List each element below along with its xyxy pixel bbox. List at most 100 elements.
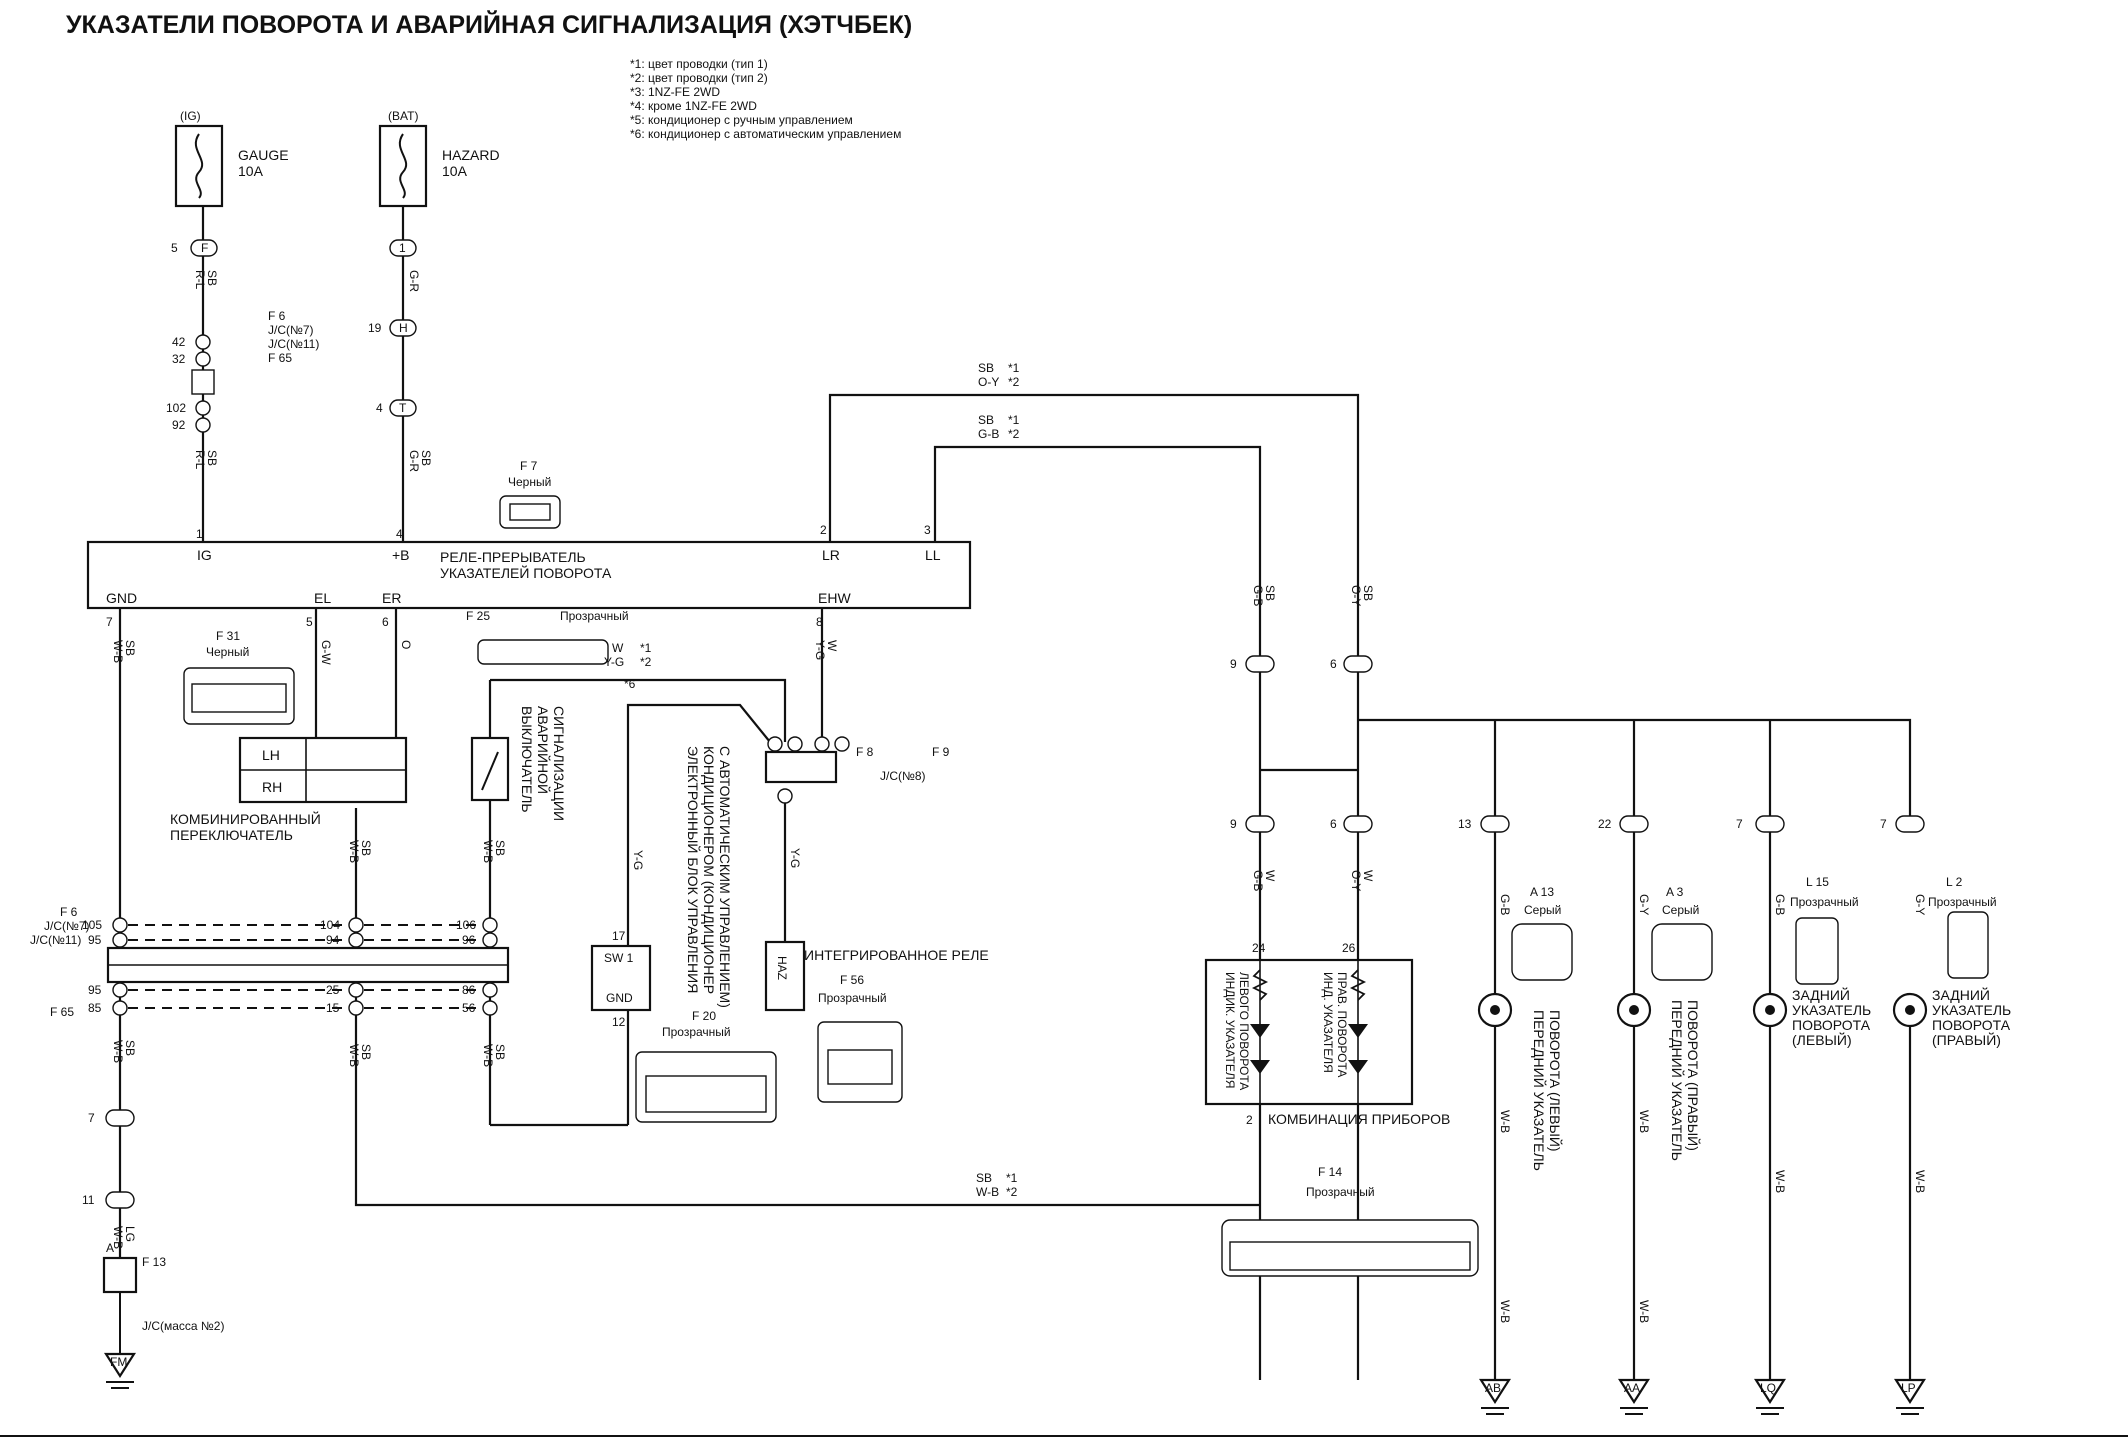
wire-label: G-Y bbox=[1913, 894, 1927, 915]
wire-label: G-B bbox=[978, 427, 999, 441]
fuse-gauge-source: (IG) bbox=[180, 109, 201, 123]
connector-f31: F 31 Черный bbox=[183, 629, 295, 725]
connector-f13-id: F 13 bbox=[142, 1255, 166, 1269]
rear-left-label-1: ЗАДНИЙ bbox=[1792, 986, 1850, 1003]
ground-lp-icon: LP bbox=[1893, 1378, 1927, 1415]
inline-connector bbox=[1755, 815, 1785, 833]
wire-label: *2 bbox=[640, 655, 652, 669]
wire-label: W-B bbox=[347, 1044, 361, 1067]
pin-ll: 3 bbox=[924, 523, 931, 537]
connector-f25-color: Прозрачный bbox=[560, 609, 629, 623]
pin-label: 15 bbox=[326, 1001, 340, 1015]
wire-color-labels: SB *1 O-Y *2 SB *1 G-B *2 SB *1 W-B *2 W… bbox=[111, 270, 1927, 1323]
inline-connector-label: 9 bbox=[1230, 817, 1237, 831]
fuse-gauge-rating: 10A bbox=[238, 163, 264, 179]
wire-label: G-B bbox=[1251, 585, 1265, 606]
connector-l2-color: Прозрачный bbox=[1928, 895, 1997, 909]
pin-label: 86 bbox=[462, 983, 476, 997]
wire-label: W-B bbox=[1637, 1110, 1651, 1133]
fuse-hazard-name: HAZARD bbox=[442, 147, 500, 163]
wire-label: W-B bbox=[111, 1226, 125, 1249]
pin-label: 92 bbox=[172, 418, 186, 432]
hazard-switch-label-1: ВЫКЛЮЧАТЕЛЬ bbox=[519, 706, 535, 813]
wire-label: SB bbox=[205, 270, 219, 286]
relay-name-1: РЕЛЕ-ПРЕРЫВАТЕЛЬ bbox=[440, 549, 586, 565]
rear-right-label-3: ПОВОРОТА bbox=[1932, 1017, 2011, 1033]
wire-label: *1 bbox=[1006, 1171, 1018, 1185]
combination-switch: LH RH КОМБИНИРОВАННЫЙ ПЕРЕКЛЮЧАТЕЛЬ bbox=[170, 736, 408, 843]
combo-switch-lh: LH bbox=[262, 747, 280, 763]
wire-label: W-B bbox=[347, 840, 361, 863]
wire-label: G-B bbox=[1773, 894, 1787, 915]
wire-label: SB bbox=[976, 1171, 992, 1185]
connector-f20-id: F 20 bbox=[692, 1009, 716, 1023]
wire-label: Y-G bbox=[788, 848, 802, 868]
pin-el: 5 bbox=[306, 615, 313, 629]
inline-connector-label: 5 bbox=[171, 241, 178, 255]
connector-f31-id: F 31 bbox=[216, 629, 240, 643]
inline-connector bbox=[105, 1109, 135, 1127]
fuse-hazard-rating: 10A bbox=[442, 163, 468, 179]
meter-pin-24: 24 bbox=[1252, 941, 1266, 955]
inline-connector-label: F bbox=[201, 241, 208, 255]
connector-a13-id: A 13 bbox=[1530, 885, 1554, 899]
connector-f13-name: J/C(масса №2) bbox=[142, 1319, 224, 1333]
ground-fm-pin: A bbox=[106, 1241, 114, 1255]
wire-label: O-Y bbox=[1349, 585, 1363, 606]
pin-gnd: 7 bbox=[106, 615, 113, 629]
connector-a13-color: Серый bbox=[1524, 903, 1561, 917]
inline-connector bbox=[1619, 815, 1649, 833]
pin-er: 6 bbox=[382, 615, 389, 629]
inline-connector bbox=[190, 239, 218, 257]
connector-l2-face bbox=[1947, 911, 1989, 979]
combination-meter: ИНДИК. УКАЗАТЕЛЯ ЛЕВОГО ПОВОРОТА ИНД. УК… bbox=[1204, 941, 1450, 1127]
inline-connector-label: 7 bbox=[1736, 817, 1743, 831]
jc-lower-label: J/C(№7) bbox=[44, 919, 90, 933]
connector-f25: F 25 Прозрачный bbox=[466, 609, 629, 665]
note-2: *2: цвет проводки (тип 2) bbox=[630, 71, 768, 85]
note-1: *1: цвет проводки (тип 1) bbox=[630, 57, 768, 71]
wire-label: W-B bbox=[111, 640, 125, 663]
ground-aa-label: AA bbox=[1624, 1381, 1640, 1395]
fuse-gauge-box bbox=[174, 124, 224, 208]
wire-label: SB bbox=[1263, 585, 1277, 601]
wire-label: SB bbox=[978, 413, 994, 427]
rear-left-label-4: (ЛЕВЫЙ) bbox=[1792, 1031, 1852, 1048]
jc-lower-label: F 65 bbox=[50, 1005, 74, 1019]
combo-switch-label-2: ПЕРЕКЛЮЧАТЕЛЬ bbox=[170, 827, 293, 843]
inline-connector-label: 4 bbox=[376, 401, 383, 415]
pin-label: 95 bbox=[88, 983, 102, 997]
relay-terminal-el: EL bbox=[314, 590, 331, 606]
front-left-label-2: ПОВОРОТА (ЛЕВЫЙ) bbox=[1547, 1010, 1564, 1152]
note-3: *3: 1NZ-FE 2WD bbox=[630, 85, 720, 99]
relay-terminal-ehw: EHW bbox=[818, 590, 851, 606]
ground-fm-icon: FM bbox=[102, 1256, 138, 1389]
pin-label: 106 bbox=[456, 918, 476, 932]
wire-label: SB bbox=[1361, 585, 1375, 601]
connector-f20: F 20 Прозрачный bbox=[635, 1009, 777, 1123]
connector-a13-face bbox=[1511, 923, 1573, 981]
indicator-left-label-1: ИНДИК. УКАЗАТЕЛЯ bbox=[1223, 972, 1237, 1088]
inline-connector-label: 7 bbox=[1880, 817, 1887, 831]
ac-ecu-pin-12: 12 bbox=[612, 1015, 626, 1029]
wire-label: W bbox=[1263, 870, 1277, 882]
ac-ecu-sw1: SW 1 bbox=[604, 951, 634, 965]
inline-connector bbox=[1895, 815, 1925, 833]
wire-label: O-Y bbox=[1349, 870, 1363, 891]
jc8-label: J/C(№8) bbox=[880, 769, 926, 783]
relay-terminal-lr: LR bbox=[822, 547, 840, 563]
wire-label: G-B bbox=[1251, 870, 1265, 891]
wire-label: W bbox=[825, 640, 839, 652]
note-5: *5: кондиционер с ручным управлением bbox=[630, 113, 853, 127]
rear-left-label-3: ПОВОРОТА bbox=[1792, 1017, 1871, 1033]
integrated-relay: HAZ ИНТЕГРИРОВАННОЕ РЕЛЕ F 56 Прозрачный bbox=[764, 940, 989, 1103]
inline-connector-label: H bbox=[399, 321, 408, 335]
meter-pin-26: 26 bbox=[1342, 941, 1356, 955]
rear-right-label-2: УКАЗАТЕЛЬ bbox=[1932, 1002, 2011, 1018]
wire-label: R-L bbox=[193, 270, 207, 290]
connector-l15-face bbox=[1795, 917, 1839, 985]
ac-ecu-label-2: КОНДИЦИОНЕРОМ (КОНДИЦИОНЕР bbox=[701, 746, 717, 994]
led-right-icon bbox=[1348, 1024, 1368, 1038]
connector-f31-color: Черный bbox=[206, 645, 249, 659]
indicator-left-label-2: ЛЕВОГО ПОВОРОТА bbox=[1237, 972, 1251, 1090]
